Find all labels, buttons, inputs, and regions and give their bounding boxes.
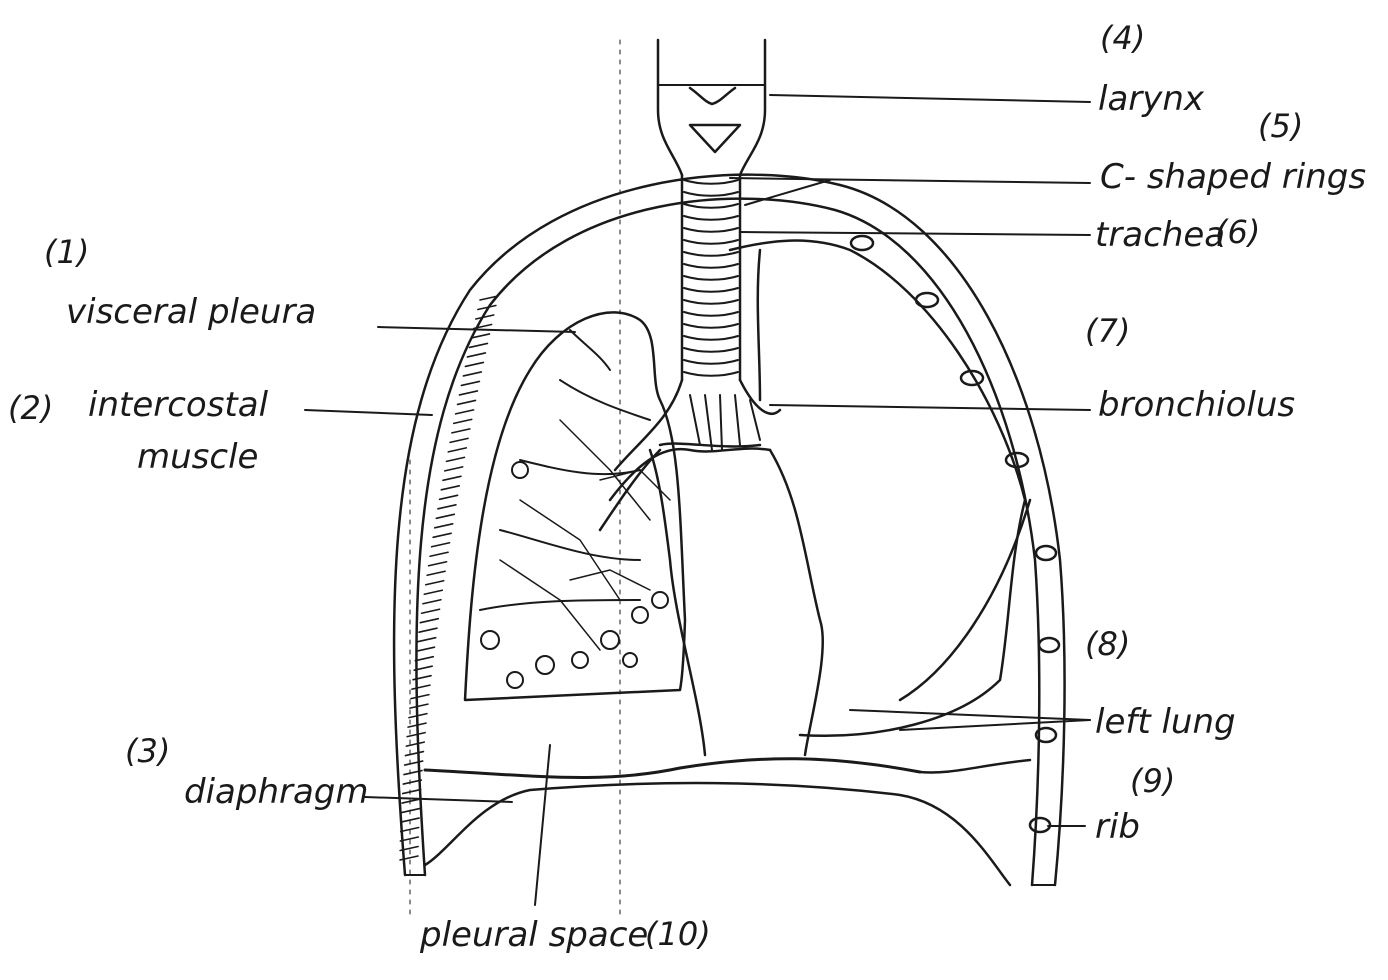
- hatch-stroke: [445, 467, 463, 471]
- tracheal-ring: [684, 204, 738, 208]
- hatch-stroke: [469, 343, 487, 347]
- hatch-stroke: [440, 495, 458, 499]
- visceral-pleura-label: visceral pleura: [66, 295, 316, 329]
- left-lung-label: left lung: [1095, 705, 1236, 739]
- hatch-stroke: [465, 362, 483, 366]
- hatch-stroke: [403, 790, 421, 794]
- tracheal-ring: [684, 240, 738, 244]
- hatch-stroke: [467, 353, 485, 357]
- hatch-stroke: [402, 809, 420, 813]
- tracheal-ring: [684, 372, 738, 376]
- trachea-label: trachea: [1095, 218, 1225, 252]
- hatch-stroke: [438, 505, 456, 509]
- hatch-stroke: [410, 704, 428, 708]
- bronchi: [615, 380, 780, 470]
- c-shaped-rings-leader: [730, 178, 1090, 183]
- c-shaped-rings: [684, 180, 738, 376]
- hatch-stroke: [463, 372, 481, 376]
- c-shaped-rings-label: C- shaped rings: [1100, 160, 1366, 194]
- rib-number: (9): [1130, 765, 1175, 797]
- hatch-stroke: [446, 457, 464, 461]
- intercostal-muscle-hatching: [400, 296, 498, 860]
- tracheal-ring: [684, 216, 738, 220]
- intercostal-muscle-label-line1: intercostal: [88, 388, 268, 422]
- hatch-stroke: [406, 742, 424, 746]
- guide-lines: [410, 40, 620, 920]
- intercostal-muscle-number: (2): [8, 392, 53, 424]
- hatch-stroke: [441, 486, 459, 490]
- hatch-stroke: [427, 571, 445, 575]
- hatch-stroke: [450, 438, 468, 442]
- intercostal-muscle-leader: [305, 410, 432, 415]
- hatch-stroke: [435, 524, 453, 528]
- hatch-stroke: [418, 638, 436, 642]
- hatch-stroke: [448, 448, 466, 452]
- left-lung: [730, 241, 1030, 736]
- larynx-number: (4): [1100, 22, 1145, 54]
- tracheal-ring: [684, 324, 738, 328]
- tracheal-ring: [684, 228, 738, 232]
- diaphragm-number: (3): [125, 735, 170, 767]
- hatch-stroke: [415, 657, 433, 661]
- hatch-stroke: [424, 590, 442, 594]
- larynx: [658, 40, 765, 175]
- left-lung-number: (8): [1085, 628, 1130, 660]
- hatch-stroke: [436, 514, 454, 518]
- hatch-stroke: [456, 410, 474, 414]
- hatch-stroke: [458, 400, 476, 404]
- larynx-leader: [770, 95, 1090, 102]
- hatch-stroke: [405, 752, 423, 756]
- tracheal-ring: [684, 300, 738, 304]
- tracheal-ring: [684, 264, 738, 268]
- diaphragm-label: diaphragm: [184, 775, 369, 809]
- hatch-stroke: [430, 552, 448, 556]
- bronchiolus-leader: [770, 405, 1090, 410]
- tracheal-ring: [684, 252, 738, 256]
- tracheal-ring: [684, 180, 738, 184]
- c-shaped-rings-number: (5): [1258, 110, 1303, 142]
- hatch-stroke: [443, 476, 461, 480]
- hatch-stroke: [433, 533, 451, 537]
- tracheal-ring: [684, 192, 738, 196]
- tracheal-ring: [684, 336, 738, 340]
- pleural-space-number: (10): [645, 918, 711, 950]
- hatch-stroke: [419, 628, 437, 632]
- bronchiolus-number: (7): [1085, 315, 1130, 347]
- rib-cage: [394, 175, 1065, 885]
- hatch-stroke: [459, 391, 477, 395]
- intercostal-muscle-label-line2: muscle: [137, 440, 258, 474]
- bronchiolus-label: bronchiolus: [1098, 388, 1295, 422]
- hatch-stroke: [432, 543, 450, 547]
- left-lung-leader: [850, 710, 1090, 720]
- trachea-number: (6): [1215, 216, 1260, 248]
- rib-label: rib: [1095, 810, 1140, 844]
- visceral-pleura-number: (1): [44, 236, 89, 268]
- diaphragm-leader: [365, 797, 512, 802]
- tracheal-ring: [684, 276, 738, 280]
- hatch-stroke: [461, 381, 479, 385]
- tracheal-ring: [684, 312, 738, 316]
- mediastinum: [600, 449, 823, 755]
- hatch-stroke: [412, 685, 430, 689]
- hatch-stroke: [426, 581, 444, 585]
- hatch-stroke: [423, 600, 441, 604]
- tracheal-ring: [684, 348, 738, 352]
- larynx-label: larynx: [1098, 82, 1204, 116]
- hatch-stroke: [417, 647, 435, 651]
- hatch-stroke: [420, 619, 438, 623]
- pleural-space-leader: [535, 745, 550, 905]
- hatch-stroke: [422, 609, 440, 613]
- tracheal-ring: [684, 360, 738, 364]
- hatch-stroke: [429, 562, 447, 566]
- rib-cross-sections: [851, 236, 1059, 832]
- pleural-space-label: pleural space: [420, 918, 648, 952]
- hatch-stroke: [454, 419, 472, 423]
- hatch-stroke: [452, 429, 470, 433]
- trachea-leader: [740, 232, 1090, 235]
- right-lung-cutaway: [465, 312, 685, 700]
- diaphragm: [425, 759, 1030, 885]
- hatch-stroke: [411, 695, 429, 699]
- tracheal-ring: [684, 288, 738, 292]
